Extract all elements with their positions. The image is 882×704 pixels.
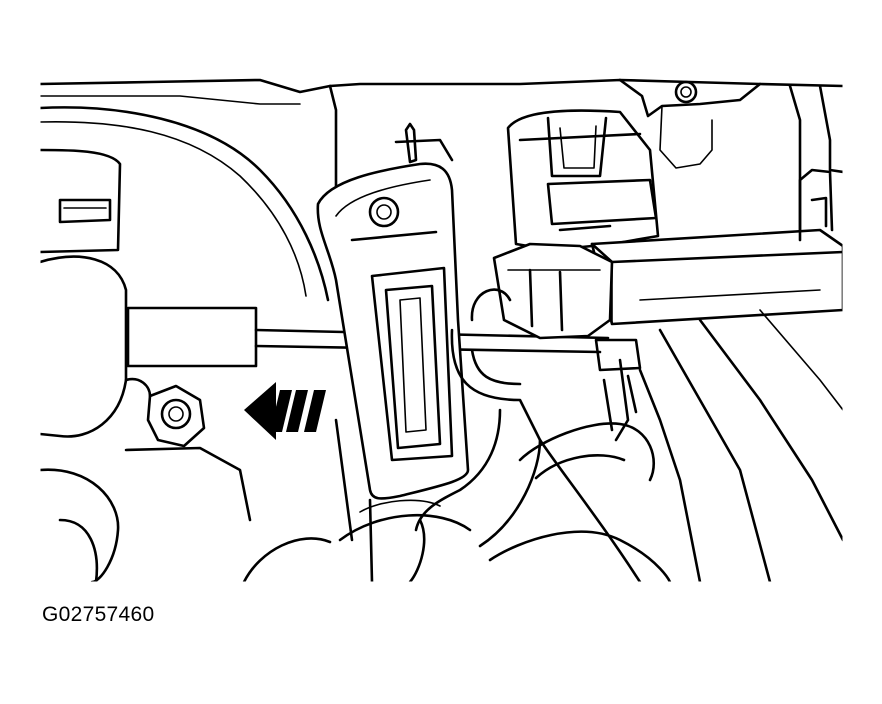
right-frame-members	[602, 168, 843, 582]
control-module-housing	[590, 228, 843, 326]
air-cleaner-housing	[40, 106, 330, 582]
triple-arrow-left-icon	[244, 382, 326, 440]
illustration-frame	[39, 69, 844, 583]
figure-code-label: G02757460	[42, 603, 155, 626]
electrical-connector	[506, 109, 660, 252]
harness-clip	[492, 242, 642, 372]
mounting-bolt	[124, 377, 252, 522]
module-bracket	[316, 122, 470, 500]
hoses	[242, 288, 672, 582]
lower-structure	[334, 418, 426, 582]
